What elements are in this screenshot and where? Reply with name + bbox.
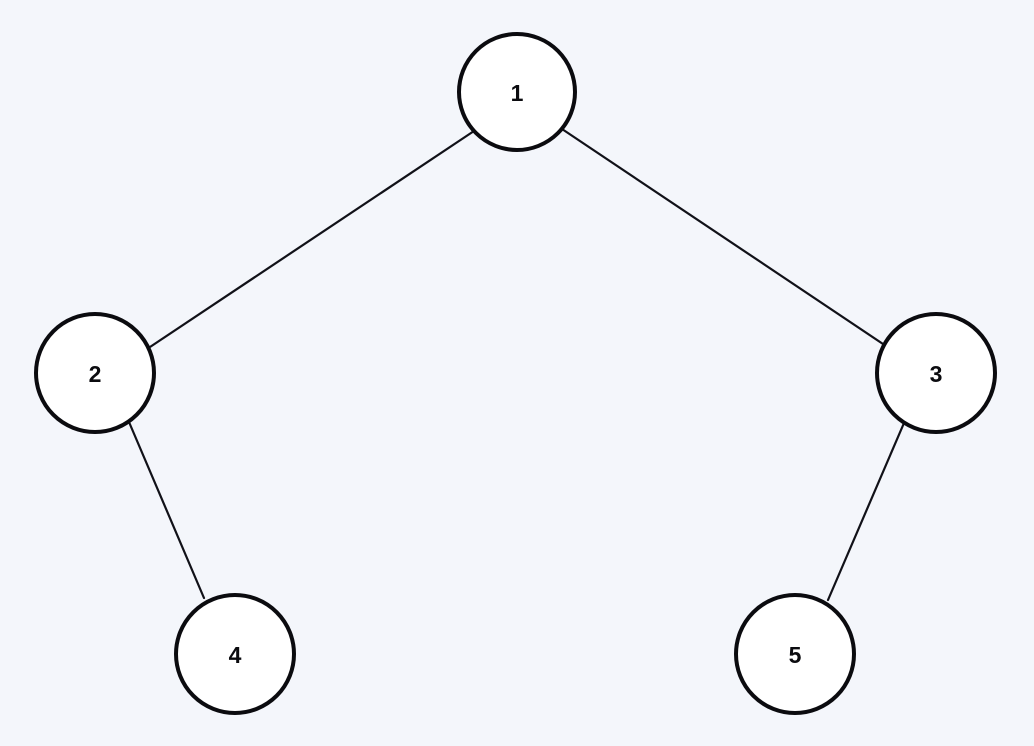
- node-circle-1[interactable]: [457, 32, 577, 152]
- node-layer: 1 2 3 4 5: [34, 32, 997, 715]
- node-circle-4[interactable]: [174, 593, 296, 715]
- edge-node1-node2: [136, 129, 476, 357]
- node-label-1: 1: [511, 80, 524, 106]
- edge-layer: [127, 127, 906, 602]
- node-label-3: 3: [930, 361, 943, 387]
- graph-node-4[interactable]: 4: [174, 593, 296, 715]
- node-circle-5[interactable]: [734, 593, 856, 715]
- graph-node-3[interactable]: 3: [875, 312, 997, 434]
- node-circle-3[interactable]: [875, 312, 997, 434]
- graph-node-2[interactable]: 2: [34, 312, 156, 434]
- node-circle-2[interactable]: [34, 312, 156, 434]
- node-label-4: 4: [229, 642, 242, 668]
- edge-node3-node5: [826, 421, 906, 602]
- edge-node2-node4: [127, 420, 206, 600]
- edge-node1-node3: [560, 127, 894, 352]
- graph-node-5[interactable]: 5: [734, 593, 856, 715]
- node-label-2: 2: [89, 361, 102, 387]
- graph-node-1[interactable]: 1: [457, 32, 577, 152]
- node-label-5: 5: [789, 642, 802, 668]
